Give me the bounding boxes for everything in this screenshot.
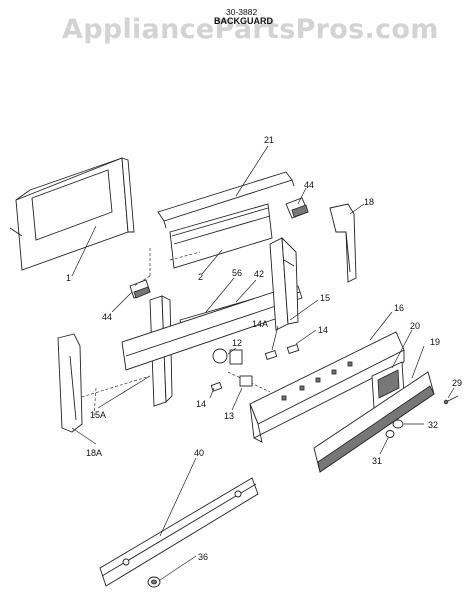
part-16-control-panel	[249, 331, 405, 443]
callout-40: 40	[194, 448, 204, 458]
callout-1: 1	[66, 273, 71, 283]
part-40-bracket-bar	[99, 477, 259, 587]
assembly-guide-lines	[71, 248, 271, 417]
part-21-top-trim	[157, 171, 295, 229]
callout-14-left: 14	[196, 399, 206, 409]
callout-16: 16	[394, 303, 404, 313]
part-18a-end-cap-left	[57, 333, 83, 433]
callouts: 1 21 2 44 18 44 56 42 15 14A 14 16 20 19…	[66, 135, 462, 562]
part-32-knob	[392, 419, 404, 429]
leader-lines	[71, 145, 455, 581]
callout-13: 13	[224, 411, 234, 421]
callout-19: 19	[430, 337, 440, 347]
diagram-number: 30-3882	[226, 7, 258, 17]
callout-14A: 14A	[252, 319, 268, 329]
part-31-knob-insert	[385, 430, 395, 438]
callout-44-upper: 44	[304, 180, 314, 190]
callout-32: 32	[428, 420, 438, 430]
part-36-roller	[147, 576, 161, 588]
part-19-lower-trim	[313, 371, 435, 473]
callout-44-lower: 44	[102, 312, 112, 322]
part-18-end-cap-right	[329, 203, 357, 283]
callout-20: 20	[410, 321, 420, 331]
part-1-rear-panel	[9, 157, 135, 271]
callout-36: 36	[198, 552, 208, 562]
part-12-clock	[212, 348, 243, 365]
callout-2: 2	[198, 272, 203, 282]
callout-21: 21	[264, 135, 274, 145]
callout-29: 29	[452, 378, 462, 388]
callout-42: 42	[254, 269, 264, 279]
callout-15: 15	[320, 293, 330, 303]
callout-15A: 15A	[90, 410, 106, 420]
callout-18: 18	[364, 197, 374, 207]
part-29-screw	[443, 395, 459, 405]
callout-12: 12	[232, 338, 242, 348]
part-15-frame	[121, 236, 299, 407]
callout-56: 56	[232, 268, 242, 278]
part-44-bracket-left	[129, 279, 151, 299]
callout-31: 31	[372, 456, 382, 466]
part-13-switch	[239, 375, 253, 387]
callout-14-right: 14	[318, 325, 328, 335]
diagram-title: BACKGUARD	[214, 16, 273, 26]
callout-18A: 18A	[86, 448, 102, 458]
part-44-bracket-right	[285, 197, 309, 219]
part-2-glass-insert	[169, 203, 273, 269]
watermark: AppliancePartsPros.com	[62, 14, 439, 45]
